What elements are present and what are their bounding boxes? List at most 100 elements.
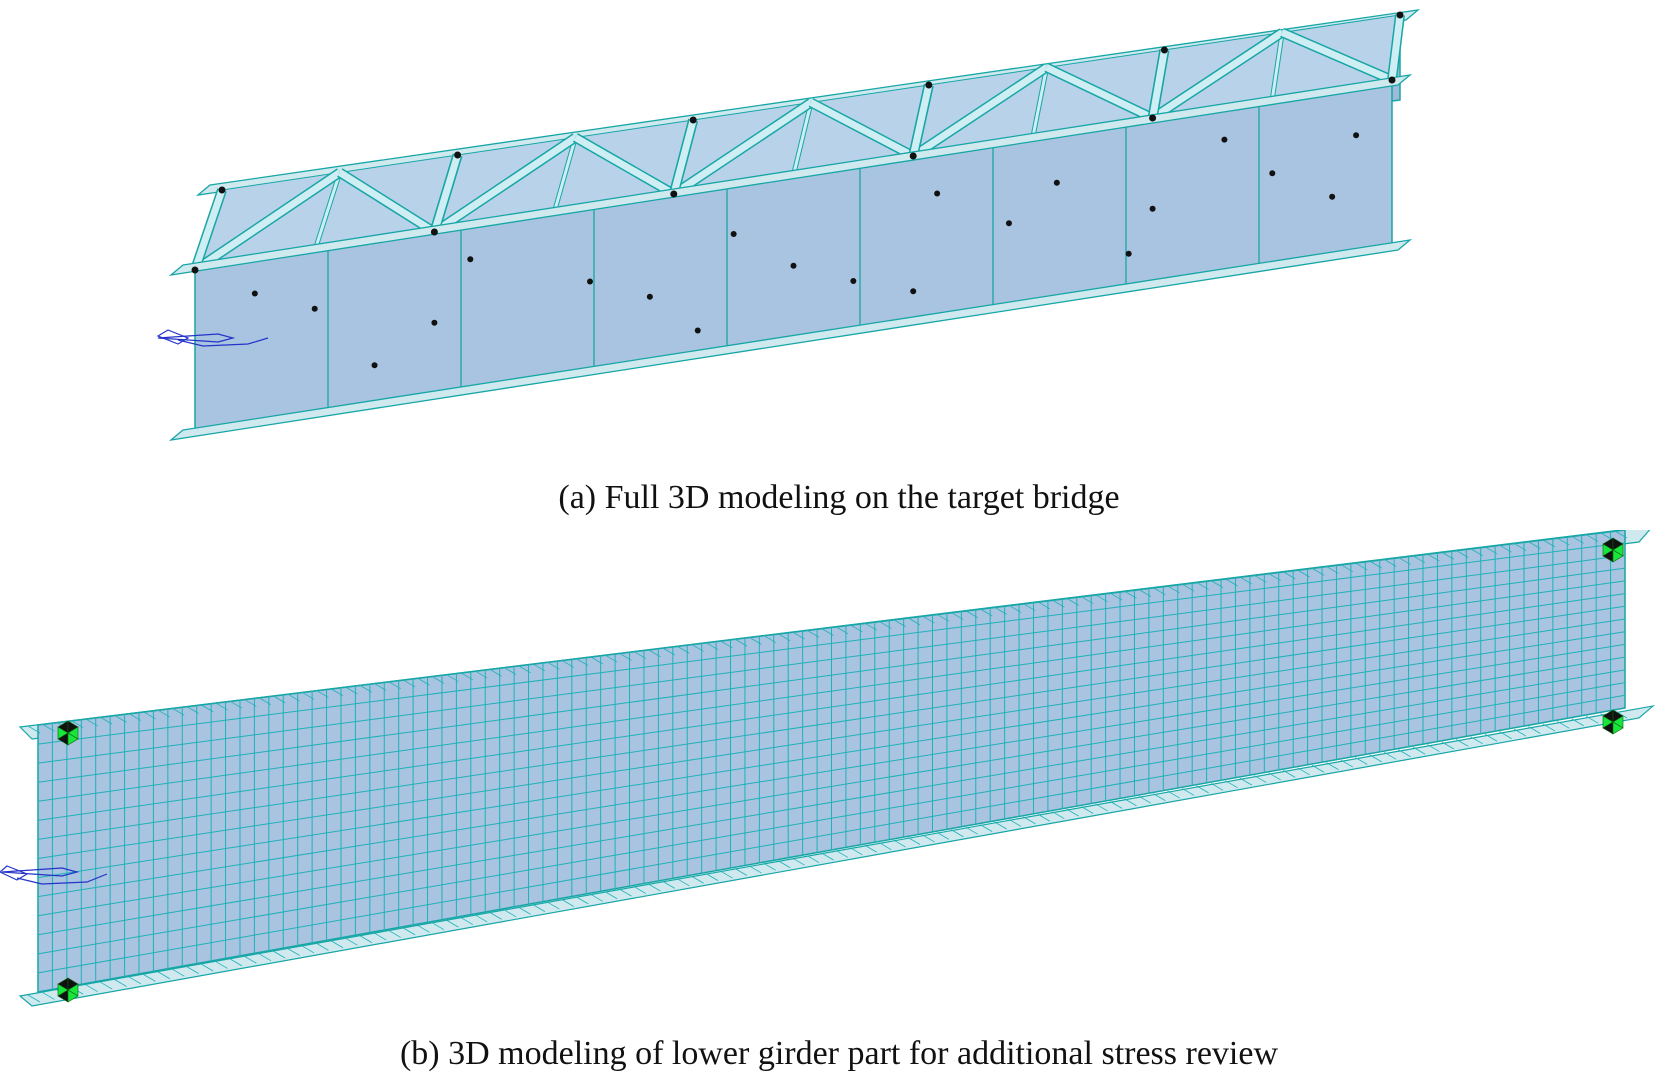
flange-mesh-line (691, 875, 704, 884)
flange-mesh-line (1124, 798, 1137, 807)
flange-mesh-line (345, 937, 358, 946)
flange-mesh-line (1239, 777, 1253, 786)
mesh-line-horizontal (37, 593, 1626, 821)
mesh-line-horizontal (37, 542, 1626, 745)
axis-triad-stroke (0, 865, 29, 881)
node-point (694, 327, 701, 334)
flange-mesh-line (1369, 560, 1382, 569)
flange-mesh-line (172, 707, 185, 716)
support-icon-bottom-right (1602, 709, 1624, 735)
node-point (1221, 136, 1228, 143)
flange-mesh-line (244, 955, 257, 964)
flange-mesh-line (287, 693, 300, 702)
axis-triad-stroke (157, 333, 236, 343)
flange-mesh-line (994, 821, 1007, 830)
flange-mesh-line (1282, 770, 1296, 778)
flange-mesh-line (821, 852, 834, 861)
flange-mesh-line (1254, 775, 1267, 783)
support-icon-top-left (57, 720, 79, 746)
lateral-bracing-face (1388, 14, 1404, 81)
flange-mesh-line (1225, 578, 1238, 587)
flange-mesh-line (1153, 587, 1166, 596)
flange-mesh-line (936, 831, 950, 840)
flange-mesh-line (633, 651, 647, 659)
flange-mesh-line (907, 837, 921, 845)
lateral-bracing-face (809, 99, 915, 160)
flange-mesh-line (1239, 576, 1253, 585)
flange-mesh-line (200, 963, 214, 972)
flange-mesh-line (763, 862, 776, 871)
node-point (454, 151, 462, 159)
node-point (371, 362, 378, 369)
flange-mesh-line (503, 909, 517, 918)
flange-mesh-line (561, 899, 575, 907)
full-bridge-model-panel (0, 0, 1678, 470)
flange-mesh-line (42, 723, 55, 732)
flange-mesh-line (1297, 569, 1310, 578)
flange-mesh-line (1037, 813, 1051, 822)
lateral-bracing-face (1280, 29, 1394, 84)
flange-mesh-line (114, 715, 127, 723)
lateral-bracing-face (573, 134, 676, 198)
node-point (311, 305, 318, 312)
flange-mesh-line (547, 901, 560, 910)
flange-mesh-line (85, 718, 98, 727)
mesh-line-horizontal (37, 605, 1626, 840)
flange-mesh-line (1225, 780, 1238, 789)
node-point (934, 190, 941, 197)
lower-girder-mesh-drawing (0, 530, 1656, 1007)
node-point (670, 190, 678, 198)
mesh-line-horizontal (37, 554, 1626, 764)
flange-mesh-line (951, 612, 964, 620)
flange-mesh-line (850, 847, 863, 856)
flange-mesh-line (157, 709, 171, 718)
axis-triad-stroke (156, 329, 190, 345)
axis-triad-icon (156, 329, 269, 347)
flange-mesh-line (85, 984, 98, 993)
flange-mesh-line (71, 720, 84, 729)
cross-beam-face (1031, 67, 1049, 138)
flange-mesh-line (720, 640, 733, 649)
flange-mesh-line (1080, 596, 1094, 604)
flange-mesh-line (677, 645, 690, 654)
flange-mesh-line (705, 642, 719, 651)
flange-mesh-line (316, 690, 329, 698)
flange-mesh-line (1153, 793, 1166, 801)
flange-mesh-line (42, 992, 55, 1000)
node-point (730, 231, 737, 237)
flange-mesh-line (835, 850, 849, 858)
node-point (850, 278, 857, 284)
flange-mesh-line (489, 912, 502, 920)
flange-mesh-line (1441, 741, 1455, 750)
axis-triad-stroke (1, 867, 80, 877)
flange-mesh-line (979, 608, 993, 617)
axis-triad-icon (0, 865, 108, 885)
flange-mesh-line (1326, 566, 1339, 574)
lateral-bracing-face (193, 169, 342, 273)
axis-triad-stroke (16, 873, 108, 885)
flange-mesh-line (633, 886, 647, 894)
node-point (1269, 170, 1276, 177)
flange-mesh-line (1138, 795, 1152, 804)
flange-mesh-line (1571, 718, 1584, 727)
flange-mesh-line (1470, 736, 1483, 745)
lateral-bracing-face (1045, 64, 1155, 122)
flange-mesh-line (1614, 530, 1628, 539)
flange-mesh-line (792, 857, 805, 866)
flange-mesh-line (1311, 764, 1325, 773)
flange-mesh-line (1297, 767, 1310, 776)
flange-mesh-line (388, 930, 401, 938)
support-facet (1612, 549, 1624, 563)
support-facet (67, 732, 79, 746)
flange-mesh-line (864, 622, 877, 631)
flange-mesh-line (1499, 544, 1512, 553)
flange-mesh-line (792, 631, 805, 640)
flange-mesh-line (1513, 728, 1527, 737)
flange-mesh-line (1557, 720, 1570, 729)
node-point (1053, 179, 1060, 186)
flange-mesh-line (200, 704, 214, 713)
mesh-line-horizontal (37, 694, 1626, 974)
flange-mesh-line (518, 665, 531, 674)
flange-mesh-line (186, 966, 199, 974)
flange-mesh-line (1167, 585, 1180, 594)
